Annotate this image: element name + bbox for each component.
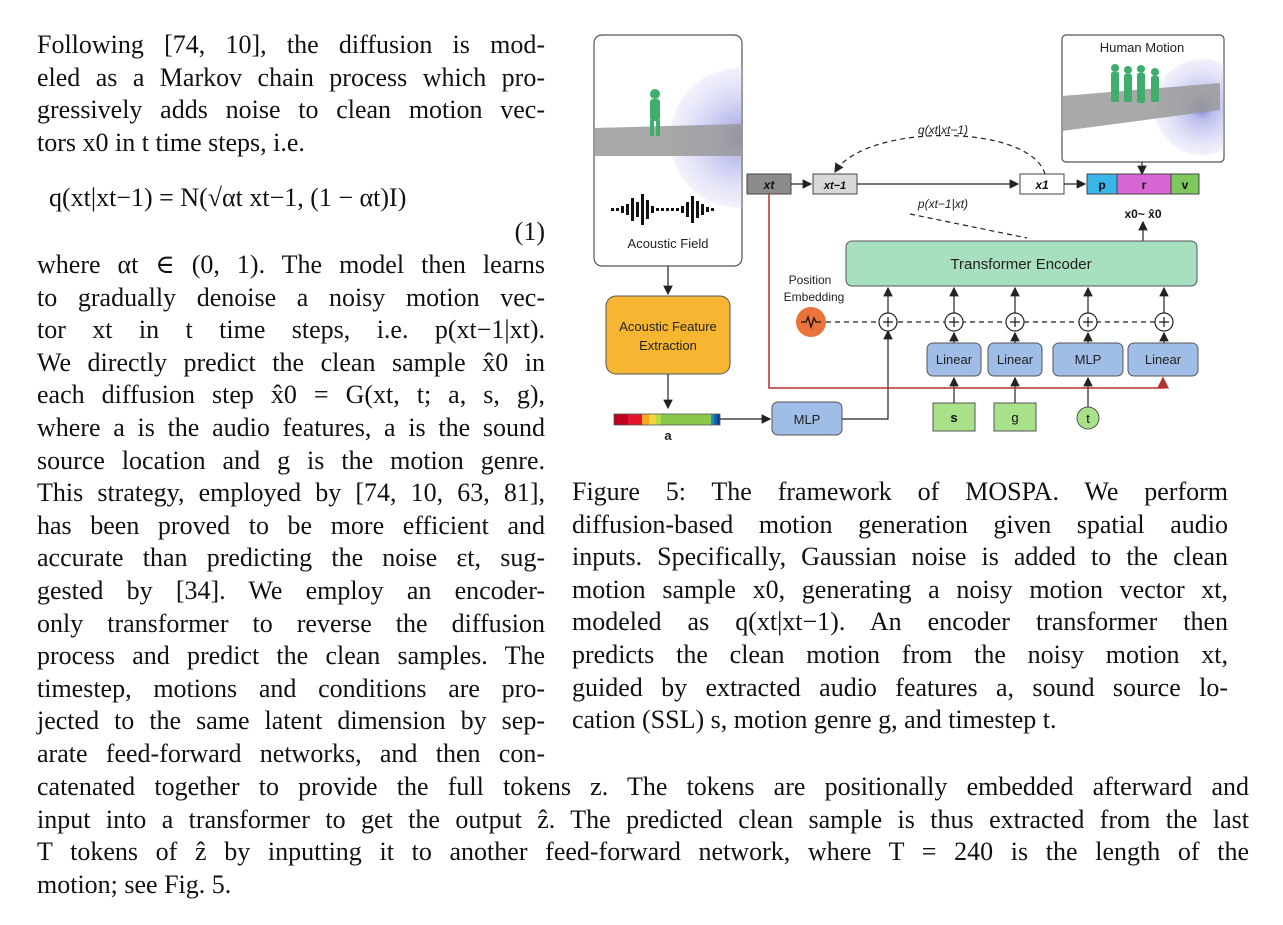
caption-line: cation (SSL) s, motion genre g, and time… xyxy=(572,705,1057,735)
position-embedding-line1: Position xyxy=(789,273,832,287)
linear-x-box: Linear xyxy=(1127,342,1199,377)
arrows-conditions xyxy=(949,376,1093,407)
audio-vector-label: a xyxy=(664,428,672,443)
waveform-icon xyxy=(611,194,714,225)
output-p-label: p xyxy=(1098,178,1105,192)
text-line: gested by [34]. We employ an encoder- xyxy=(37,575,545,605)
red-xt-path xyxy=(768,194,1169,389)
acoustic-feature-line2: Extraction xyxy=(639,338,697,353)
equation-number: (1) xyxy=(514,217,545,246)
human-motion-panel: Human Motion xyxy=(1061,34,1225,163)
text-line: has been proved to be more efficient and xyxy=(37,510,545,540)
s-label: s xyxy=(950,410,957,425)
ground-plane xyxy=(1062,83,1220,131)
text-line: catenated together to provide the full t… xyxy=(37,772,1249,801)
acoustic-feature-line1: Acoustic Feature xyxy=(619,319,717,334)
xt-minus-1-box: xt−1 xyxy=(812,173,858,195)
mlp-audio-label: MLP xyxy=(794,412,821,427)
plus-icons xyxy=(883,317,1169,327)
caption-line: guided by extracted audio features a, so… xyxy=(572,672,1228,702)
text-line: motion; see Fig. 5. xyxy=(37,869,232,899)
arrows-to-plus xyxy=(949,331,1169,343)
p-dashed-line xyxy=(909,213,1028,239)
text-line: T tokens of ẑ by inputting it to another… xyxy=(37,837,1249,867)
pulse-icon xyxy=(801,315,821,330)
text-line: gressively adds noise to clean motion ve… xyxy=(37,95,545,125)
caption-line: diffusion-based motion generation given … xyxy=(572,509,1228,539)
acoustic-feature-extraction-box: Acoustic Feature Extraction xyxy=(605,295,731,375)
output-v-label: v xyxy=(1182,178,1189,192)
text-line: accurate than predicting the noise εt, s… xyxy=(37,543,545,573)
q-arc xyxy=(834,134,1046,175)
left-column-continued: where αt ∈ (0, 1). The model then learns… xyxy=(37,249,545,771)
position-embedding-line2: Embedding xyxy=(784,290,845,304)
text-line: input into a transformer to get the outp… xyxy=(37,804,1249,834)
audio-feature-vector: a xyxy=(613,413,721,443)
text-line: timestep, motions and conditions are pro… xyxy=(37,673,545,703)
human-figure-icon xyxy=(650,89,660,136)
figure-caption: Figure 5: The framework of MOSPA. We per… xyxy=(572,476,1228,737)
caption-line: predicts the clean motion from the noisy… xyxy=(572,639,1228,669)
linear-s-box: Linear xyxy=(926,342,982,377)
output-vector: p r v xyxy=(1086,173,1200,195)
q-label: q(xt|xt−1) xyxy=(918,123,968,137)
arrows-to-transformer xyxy=(883,286,1169,313)
p-label: p(xt−1|xt) xyxy=(917,197,968,211)
text-line: This strategy, employed by [74, 10, 63, … xyxy=(37,478,545,508)
left-column: Following [74, 10], the diffusion is mod… xyxy=(37,29,545,159)
equation-1: q(xt|xt−1) = N(√αt xt−1, (1 − αt)I) (1) xyxy=(37,183,545,247)
linear-x-label: Linear xyxy=(1145,352,1182,367)
x0-label: x0~ x̂0 xyxy=(1124,207,1161,221)
output-r-label: r xyxy=(1142,178,1147,192)
text-line: source location and g is the motion genr… xyxy=(37,445,545,475)
text-line: eled as a Markov chain process which pro… xyxy=(37,62,545,92)
arrow xyxy=(842,329,893,420)
condition-g-box: g xyxy=(993,402,1037,432)
text-line: each diffusion step x̂0 = G(xt, t; a, s,… xyxy=(37,380,545,410)
bottom-paragraph: catenated together to provide the full t… xyxy=(37,771,1249,901)
xt-minus-1-label: xt−1 xyxy=(823,180,846,192)
caption-line: inputs. Specifically, Gaussian noise is … xyxy=(572,542,1228,572)
text-line: to gradually denoise a noisy motion vec- xyxy=(37,282,545,312)
equation-body: q(xt|xt−1) = N(√αt xt−1, (1 − αt)I) xyxy=(49,183,407,212)
condition-s-box: s xyxy=(932,402,976,432)
framework-figure: Acoustic Field Acoustic Feature Extracti… xyxy=(575,28,1245,448)
linear-g-label: Linear xyxy=(997,352,1034,367)
transformer-encoder-box: Transformer Encoder xyxy=(845,240,1198,287)
x1-label: x1 xyxy=(1034,178,1049,192)
acoustic-field-label: Acoustic Field xyxy=(628,236,709,251)
framework-diagram: Acoustic Field Acoustic Feature Extracti… xyxy=(593,34,1225,443)
caption-line: motion sample x0, generating a noisy mot… xyxy=(572,574,1228,604)
transformer-label: Transformer Encoder xyxy=(950,256,1091,273)
text-line: arate feed-forward networks, and then co… xyxy=(37,738,545,768)
mlp-t-label: MLP xyxy=(1075,352,1102,367)
text-line: jected to the same latent dimension by s… xyxy=(37,706,545,736)
caption-line: Figure 5: The framework of MOSPA. We per… xyxy=(572,477,1228,506)
text-line: process and predict the clean samples. T… xyxy=(37,641,545,671)
text-line: where αt ∈ (0, 1). The model then learns xyxy=(37,250,545,279)
g-label: g xyxy=(1011,410,1018,425)
t-label: t xyxy=(1086,411,1090,426)
position-embedding-icon xyxy=(796,307,826,337)
xt-label: xt xyxy=(763,178,776,192)
text-line: only transformer to reverse the diffusio… xyxy=(37,608,545,638)
x1-box: x1 xyxy=(1019,173,1065,195)
text-line: Following [74, 10], the diffusion is mod… xyxy=(37,30,545,59)
human-figures-icon xyxy=(1111,64,1159,103)
text-line: tors x0 in t time steps, i.e. xyxy=(37,127,305,157)
linear-g-box: Linear xyxy=(987,342,1043,377)
xt-box: xt xyxy=(746,173,792,195)
mlp-audio-box: MLP xyxy=(771,401,843,436)
text-line: tor xt in t time steps, i.e. p(xt−1|xt). xyxy=(37,315,545,345)
text-line: We directly predict the clean sample x̂0… xyxy=(37,347,545,377)
caption-line: modeled as q(xt|xt−1). An encoder transf… xyxy=(572,607,1228,637)
text-line: where a is the audio features, a is the … xyxy=(37,412,545,442)
mlp-t-box: MLP xyxy=(1052,342,1124,377)
human-motion-label: Human Motion xyxy=(1100,40,1185,55)
ground-plane xyxy=(594,124,742,156)
linear-s-label: Linear xyxy=(936,352,973,367)
acoustic-field-panel: Acoustic Field xyxy=(593,34,743,267)
condition-t-node: t xyxy=(1076,406,1100,430)
